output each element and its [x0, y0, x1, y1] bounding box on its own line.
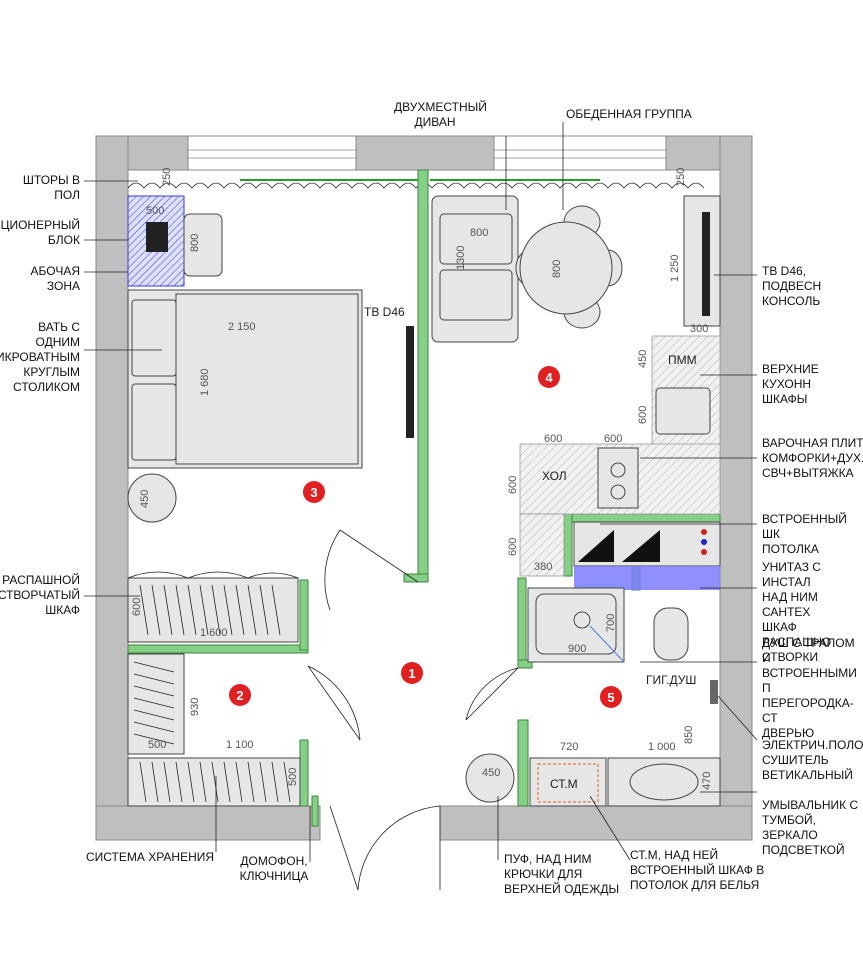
label-intercom: ДОМОФОН, КЛЮЧНИЦА — [239, 854, 309, 883]
room-number-4: 4 — [545, 370, 553, 385]
dim-250b: 250 — [675, 168, 687, 186]
label-shower: ДУШ С ТРАПОМ И ВСТРОЕННЫМИ П ПЕРЕГОРОДКА… — [762, 636, 857, 740]
dim-600e: 600 — [507, 538, 519, 556]
doors — [307, 529, 519, 891]
dim-250a: 250 — [161, 168, 173, 186]
bed — [127, 289, 363, 523]
dim-1000: 1 000 — [648, 741, 676, 753]
dim-600f: 600 — [131, 598, 143, 616]
leader-lines — [84, 122, 758, 862]
dim-380: 380 — [534, 561, 552, 573]
dim-500b: 500 — [148, 739, 166, 751]
dining-group — [515, 205, 623, 329]
label-storage: СИСТЕМА ХРАНЕНИЯ — [86, 850, 215, 864]
dim-930: 930 — [189, 698, 201, 716]
dim-600d: 600 — [507, 476, 519, 494]
label-work-zone: АБОЧАЯ ЗОНА — [30, 264, 80, 293]
label-upper-cabinets: ВЕРХНИЕ КУХОНН ШКАФЫ — [762, 362, 819, 406]
wardrobe — [127, 571, 299, 643]
dim-850: 850 — [683, 726, 695, 744]
dim-300: 300 — [690, 323, 708, 335]
tag-tv-bedroom: ТВ D46 — [364, 305, 405, 319]
room-numbers: 1 2 3 4 5 — [229, 366, 622, 708]
label-ceiling-cabinet: ВСТРОЕННЫЙ ШК ПОТОЛКА — [762, 512, 847, 556]
label-washer: СТ.М, НАД НЕЙ ВСТРОЕННЫЙ ШКАФ В ПОТОЛОК … — [630, 848, 765, 892]
dim-500: 500 — [146, 205, 164, 217]
dim-1250: 1 250 — [669, 254, 681, 282]
partitions — [127, 169, 721, 827]
dim-600c: 600 — [604, 433, 622, 445]
room-number-5: 5 — [607, 690, 614, 705]
label-dining: ОБЕДЕННАЯ ГРУППА — [566, 107, 692, 121]
label-cooktop: ВАРОЧНАЯ ПЛИТА КОМФОРКИ+ДУХ.Ш СВЧ+ВЫТЯЖК… — [762, 436, 863, 480]
dim-720: 720 — [560, 741, 578, 753]
tag-washer: СТ.М — [550, 777, 578, 791]
tv-bedroom — [406, 326, 414, 438]
tag-hall: ХОЛ — [542, 469, 567, 483]
dim-500c: 500 — [287, 768, 299, 786]
dim-1680: 1 680 — [199, 368, 211, 396]
dim-600b: 600 — [544, 433, 562, 445]
tag-fridge: ПММ — [668, 353, 697, 367]
label-wardrobe: РАСПАШНОЙ СТВОРЧАТЫЙ ШКАФ — [0, 573, 80, 617]
bathroom — [527, 521, 721, 807]
room-number-3: 3 — [310, 485, 317, 500]
room-number-2: 2 — [236, 688, 243, 703]
label-tv-console: ТВ D46, ПОДВЕСН КОНСОЛЬ — [762, 264, 822, 308]
dim-450a: 450 — [139, 490, 151, 508]
dim-1600: 1 600 — [200, 627, 228, 639]
outer-walls — [95, 135, 753, 841]
work-zone — [127, 195, 223, 287]
label-ac-unit: ИЦИОНЕРНЫЙ БЛОК — [0, 218, 80, 247]
dim-450c: 450 — [482, 767, 500, 779]
storage-system — [127, 653, 301, 807]
dim-700: 700 — [605, 614, 617, 632]
label-towel-dryer: ЭЛЕКТРИЧ.ПОЛОТ СУШИТЕЛЬ ВЕТИКАЛЬНЫЙ — [762, 738, 863, 782]
curtain-line — [127, 182, 705, 189]
dim-800a: 800 — [189, 234, 201, 252]
sofa — [431, 195, 519, 343]
label-toilet: УНИТАЗ С ИНСТАЛ НАД НИМ САНТЕХ ШКАФ РАСП… — [762, 560, 832, 664]
label-curtains: ШТОРЫ В ПОЛ — [22, 173, 80, 202]
dim-470: 470 — [701, 772, 713, 790]
label-bed: ВАТЬ С ОДНИМ ИКРОВАТНЫМ КРУГЛЫМ СТОЛИКОМ — [0, 320, 80, 394]
kitchen — [519, 335, 721, 577]
dim-900: 900 — [568, 643, 586, 655]
dimensions: 250 500 800 2 150 1 680 450 800 1300 800… — [131, 168, 713, 790]
pouf — [465, 753, 515, 803]
dim-2150: 2 150 — [228, 321, 256, 333]
dim-1100: 1 100 — [226, 739, 254, 751]
label-sofa: ДВУХМЕСТНЫЙ ДИВАН — [394, 100, 487, 129]
dim-1300: 1300 — [455, 246, 467, 270]
tv-console — [683, 195, 721, 327]
label-sink: УМЫВАЛЬНИК С ТУМБОЙ, ЗЕРКАЛО ПОДСВЕТКОЙ — [762, 798, 859, 857]
room-number-1: 1 — [408, 666, 415, 681]
dim-600a: 600 — [637, 406, 649, 424]
dim-800c: 800 — [551, 260, 563, 278]
label-pouf: ПУФ, НАД НИМ КРЮЧКИ ДЛЯ ВЕРХНЕЙ ОДЕЖДЫ — [504, 852, 620, 896]
dim-450b: 450 — [637, 350, 649, 368]
tag-hygienic-shower: ГИГ.ДУШ — [646, 673, 696, 687]
dim-800b: 800 — [470, 227, 488, 239]
plan-tags: ТВ D46 ХОЛ ПММ ГИГ.ДУШ СТ.М — [364, 305, 697, 791]
